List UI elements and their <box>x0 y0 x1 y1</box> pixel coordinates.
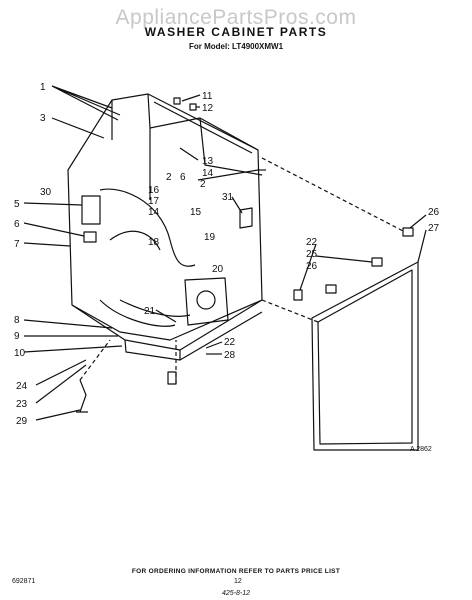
callout-8: 8 <box>14 315 20 326</box>
callout-leader-10 <box>23 345 123 353</box>
leveling-foot <box>76 379 88 413</box>
front-panel-edge <box>317 269 413 445</box>
dashed-leader-1 <box>261 157 406 233</box>
callout-15: 15 <box>190 207 202 218</box>
callout-leader-22b <box>299 243 317 291</box>
callout-leader-7 <box>23 242 71 247</box>
callout-2b: 2 <box>166 172 172 183</box>
screw-12 <box>189 103 197 111</box>
callout-17: 17 <box>148 196 160 207</box>
model-subtitle: For Model: LT4900XMW1 <box>188 42 284 51</box>
panel-clip-26 <box>402 227 414 237</box>
callout-6b: 6 <box>14 219 20 230</box>
callout-9: 9 <box>14 331 20 342</box>
callout-leader-3 <box>51 117 105 139</box>
callout-22b: 22 <box>306 237 318 248</box>
callout-27: 27 <box>428 223 440 234</box>
cabinet-inner-edge <box>111 100 263 200</box>
panel-clip-26b <box>325 284 337 294</box>
callout-14a: 14 <box>202 168 214 179</box>
callout-30: 30 <box>40 187 52 198</box>
callout-14b: 14 <box>148 207 160 218</box>
callout-leader-31 <box>231 196 243 214</box>
valve-connector <box>83 231 97 243</box>
callout-22a: 22 <box>224 337 236 348</box>
callout-leader-29 <box>35 409 81 421</box>
callout-26b: 26 <box>306 261 318 272</box>
callout-leader-21 <box>155 309 177 323</box>
document-code: 692871 <box>12 578 36 585</box>
front-panel <box>311 261 419 451</box>
callout-leader-6 <box>23 222 85 237</box>
callout-31: 31 <box>222 192 234 203</box>
panel-clip-22 <box>293 289 303 301</box>
callout-leader-24 <box>35 359 87 386</box>
callout-18: 18 <box>148 237 160 248</box>
callout-24: 24 <box>16 381 28 392</box>
callout-19: 19 <box>204 232 216 243</box>
callout-23: 23 <box>16 399 28 410</box>
drain-hose <box>99 299 176 327</box>
water-valve <box>81 195 101 225</box>
callout-13: 13 <box>202 156 214 167</box>
screw-11 <box>173 97 181 105</box>
callout-3: 3 <box>40 113 46 124</box>
ordering-info-note: FOR ORDERING INFORMATION REFER TO PARTS … <box>131 568 341 575</box>
callout-leader-22 <box>205 341 223 349</box>
callout-leader-27 <box>417 229 427 263</box>
dashed-leader-2 <box>261 299 319 323</box>
callout-leader-26 <box>409 214 427 229</box>
handwritten-code: 425-8-12 <box>222 590 251 597</box>
callout-20: 20 <box>212 264 224 275</box>
callout-leader-11 <box>181 94 201 102</box>
rear-foot <box>167 371 177 385</box>
side-bracket <box>239 207 253 229</box>
callout-11: 11 <box>202 91 213 102</box>
dashed-leader-4 <box>79 339 111 381</box>
callout-10: 10 <box>14 348 26 359</box>
diagram-reference-code: A 2862 <box>410 446 432 453</box>
pump-assembly <box>184 277 229 326</box>
callout-leader-13 <box>179 147 199 161</box>
callout-2a: 2 <box>200 179 206 190</box>
cabinet-top-rail <box>147 93 259 154</box>
callout-25: 25 <box>306 249 318 260</box>
callout-leader-1 <box>51 85 121 121</box>
diagram-title: WASHER CABINET PARTS <box>144 25 328 39</box>
panel-clip-25 <box>371 257 383 267</box>
callout-16: 16 <box>148 185 160 196</box>
callout-1: 1 <box>40 82 46 93</box>
callout-5: 5 <box>14 199 20 210</box>
cabinet-outline <box>67 93 263 351</box>
callout-28: 28 <box>224 350 236 361</box>
callout-leader-5 <box>23 202 83 206</box>
callout-leader-8 <box>23 319 113 329</box>
pump-pulley <box>196 290 216 310</box>
watermark-text: AppliancePartsPros.com <box>115 6 357 29</box>
callout-6a: 6 <box>180 172 186 183</box>
hose-assembly <box>99 188 196 317</box>
callout-leader-2 <box>197 169 259 181</box>
callout-leader-25 <box>315 255 373 263</box>
callout-12: 12 <box>202 103 214 114</box>
cabinet-base <box>71 299 263 361</box>
callout-29: 29 <box>16 416 28 427</box>
callout-26a: 26 <box>428 207 440 218</box>
page-number: 12 <box>234 578 242 585</box>
callout-21: 21 <box>144 306 156 317</box>
callout-7: 7 <box>14 239 20 250</box>
callout-leader-23 <box>35 364 87 404</box>
